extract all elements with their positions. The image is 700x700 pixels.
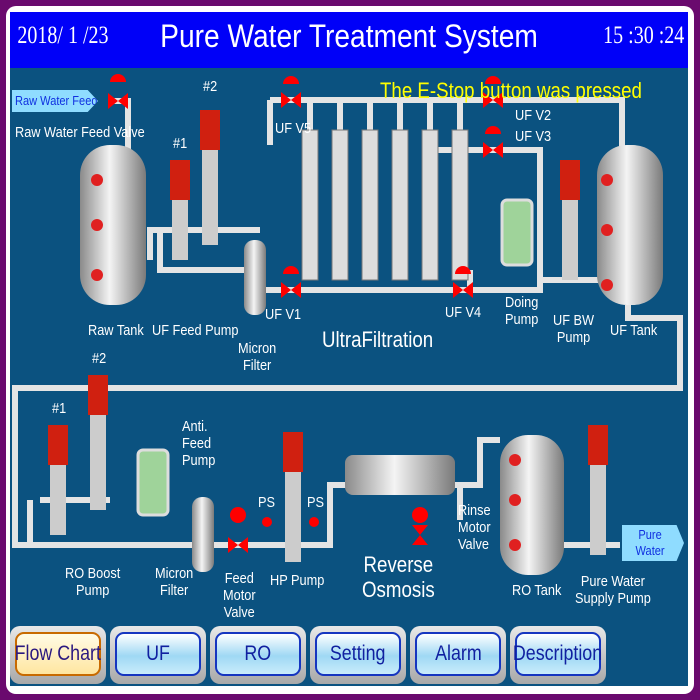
valves <box>108 74 503 553</box>
uf-v2-label: UF V2 <box>515 107 552 124</box>
ro-pump-2-label: #2 <box>92 350 107 367</box>
raw-tank-label: Raw Tank <box>88 322 144 339</box>
flow-chart-canvas: The E-Stop button was pressed Raw Water … <box>10 68 688 686</box>
tab-label: Setting <box>330 642 386 665</box>
hp-pump-label: HP Pump <box>270 572 325 589</box>
uf-pump-2-label: #2 <box>203 78 218 95</box>
pure-water-supply-pump-label: Pure Water Supply Pump <box>575 573 651 607</box>
uf-pump-1-label: #1 <box>173 135 188 152</box>
ro-boost-pump-label: RO Boost Pump <box>65 565 121 599</box>
tab-label: RO <box>244 642 272 665</box>
anti-feed-pump-label: Anti. Feed Pump <box>182 418 216 469</box>
micron-filter-ro-label: Micron Filter <box>155 565 194 599</box>
tab-flow-chart[interactable]: Flow Chart <box>10 626 106 684</box>
header-bar: 2018/ 1 /23 Pure Water Treatment System … <box>10 12 688 68</box>
uf-v3-label: UF V3 <box>515 128 552 145</box>
tank-level-indicators <box>91 174 613 551</box>
tab-label: Alarm <box>434 642 482 665</box>
tab-label: Description <box>513 642 603 665</box>
doing-pump-label: Doing Pump <box>505 294 539 328</box>
tab-uf[interactable]: UF <box>110 626 206 684</box>
tab-label: Flow Chart <box>14 642 102 665</box>
rinse-motor-valve-label: Rinse Motor Valve <box>458 502 491 553</box>
uf-bw-pump-label: UF BW Pump <box>553 312 595 346</box>
uf-v1-label: UF V1 <box>265 306 302 323</box>
ro-tank-label: RO Tank <box>512 582 562 599</box>
uf-tank-label: UF Tank <box>610 322 658 339</box>
ps-1-label: PS <box>258 494 276 511</box>
tab-alarm[interactable]: Alarm <box>410 626 506 684</box>
feed-motor-valve-label: Feed Motor Valve <box>223 570 256 621</box>
uf-v4-label: UF V4 <box>445 304 482 321</box>
pure-water-supply-label: Pure Water Supply <box>633 527 667 574</box>
uf-feed-pump-label: UF Feed Pump <box>152 322 239 339</box>
raw-water-feed-indicator[interactable]: Raw Water Feed <box>12 90 98 112</box>
ro-pump-1-label: #1 <box>52 400 67 417</box>
uf-v5-label: UF V5 <box>275 120 312 137</box>
alarm-message: The E-Stop button was pressed <box>380 78 642 103</box>
tab-description[interactable]: Description <box>510 626 606 684</box>
nav-tabs: Flow Chart UF RO Setting Alarm Descripti… <box>10 626 606 684</box>
page-title: Pure Water Treatment System <box>160 18 538 54</box>
time-display: 15 :30 :24 <box>602 22 684 49</box>
tab-label: UF <box>146 642 170 665</box>
raw-water-feed-valve-label: Raw Water Feed Valve <box>15 124 145 141</box>
ps-2-label: PS <box>307 494 325 511</box>
date-display: 2018/ 1 /23 <box>17 22 109 49</box>
ultrafiltration-label: UltraFiltration <box>322 327 434 352</box>
pure-water-supply-indicator[interactable]: Pure Water Supply <box>622 525 684 561</box>
micron-filter-uf-label: Micron Filter <box>238 340 277 374</box>
reverse-osmosis-label: Reverse Osmosis <box>362 552 435 602</box>
pumps <box>48 110 608 562</box>
tab-ro[interactable]: RO <box>210 626 306 684</box>
tanks <box>80 145 663 575</box>
process-diagram <box>12 74 683 575</box>
raw-water-feed-label: Raw Water Feed <box>15 93 98 108</box>
uf-modules <box>301 129 469 281</box>
tab-setting[interactable]: Setting <box>310 626 406 684</box>
